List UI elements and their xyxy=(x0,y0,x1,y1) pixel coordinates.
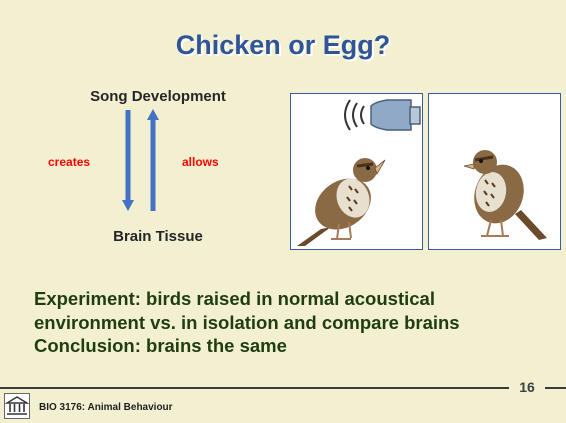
page-number: 16 xyxy=(509,379,545,395)
conclusion-line: Conclusion: brains the same xyxy=(34,334,554,358)
bidirectional-arrows xyxy=(116,108,166,212)
body-text: Experiment: birds raised in normal acous… xyxy=(34,287,554,358)
footer-divider xyxy=(0,387,566,389)
brain-tissue-label: Brain Tissue xyxy=(68,228,248,245)
slide-title: Chicken or Egg? xyxy=(0,30,566,61)
panel-bird-with-speaker xyxy=(290,93,423,250)
creates-label: creates xyxy=(48,155,90,169)
course-name: BIO 3176: Animal Behaviour xyxy=(39,402,173,413)
up-arrow-icon xyxy=(147,109,159,211)
speaker-icon xyxy=(345,100,420,130)
footer-end-dash xyxy=(551,387,566,389)
university-logo-icon xyxy=(4,393,30,419)
song-development-label: Song Development xyxy=(68,88,248,105)
experiment-line-2: environment vs. in isolation and compare… xyxy=(34,311,554,335)
panel-isolated-bird xyxy=(428,93,561,250)
experiment-line-1: Experiment: birds raised in normal acous… xyxy=(34,287,554,311)
allows-label: allows xyxy=(182,155,219,169)
sparrow-icon xyxy=(464,150,547,240)
down-arrow-icon xyxy=(122,110,134,211)
singing-sparrow-icon xyxy=(297,158,385,246)
